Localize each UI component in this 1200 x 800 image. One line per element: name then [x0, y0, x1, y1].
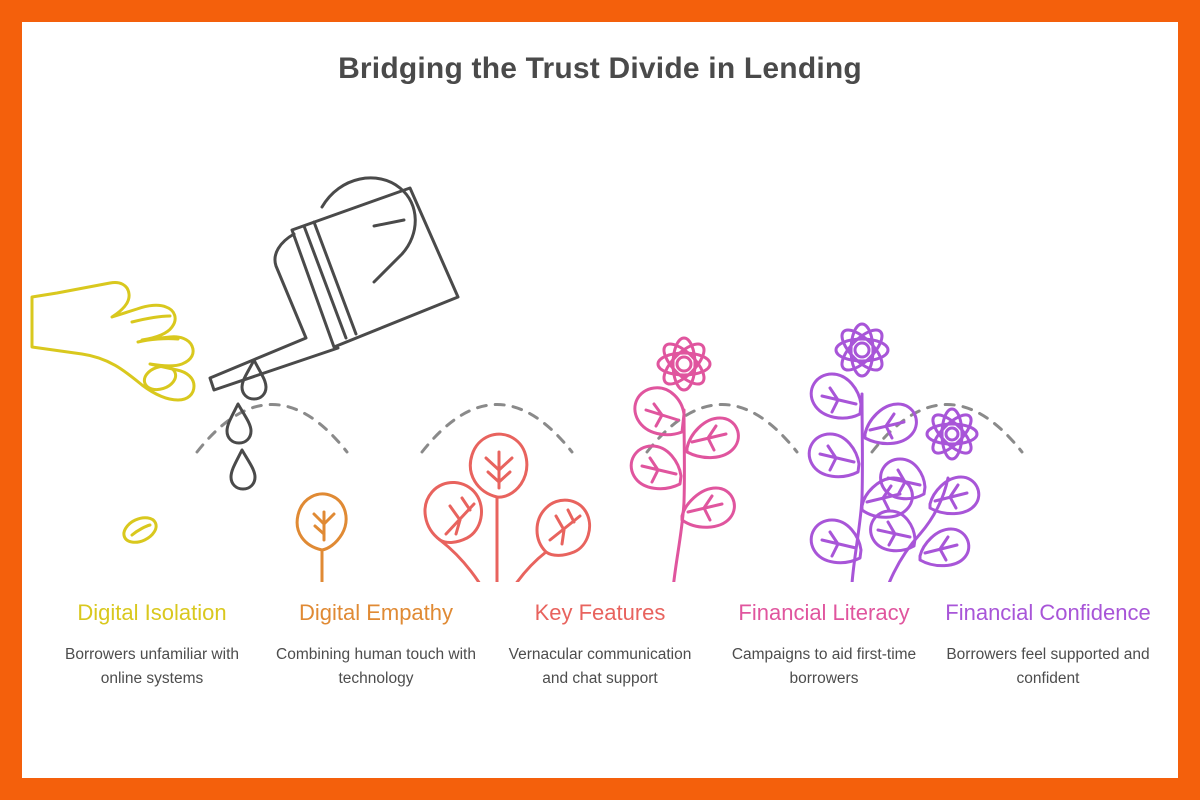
- stage-column-financial-literacy: Financial Literacy Campaigns to aid firs…: [712, 597, 936, 691]
- leaf-m5-left: [809, 518, 863, 565]
- stage-2-illustration: [208, 176, 460, 582]
- water-drop-1: [240, 358, 268, 401]
- flower-center: [675, 355, 693, 373]
- watering-can-spout: [208, 232, 340, 392]
- connector-arc-4: [870, 403, 1024, 454]
- plant-stem-left: [438, 538, 481, 582]
- leaf-m1-left: [809, 372, 863, 420]
- flower-top-icon: [656, 336, 712, 392]
- flower-secondary-center: [944, 426, 960, 442]
- stage-column-key-features: Key Features Vernacular communication an…: [488, 597, 712, 691]
- leaf-2-veins: [690, 424, 728, 452]
- hand-icon: [30, 281, 196, 402]
- falling-seed-detail: [130, 523, 152, 537]
- plant-stem-main: [850, 392, 864, 582]
- water-drops: [225, 358, 268, 491]
- watering-can-handle: [320, 176, 417, 284]
- stage-description-key-features: Vernacular communication and chat suppor…: [508, 646, 692, 687]
- stage-title-digital-empathy: Digital Empathy: [298, 600, 454, 625]
- connector-arc-1: [195, 403, 349, 454]
- leaf-right: [535, 498, 591, 557]
- flower-secondary-icon: [925, 407, 979, 461]
- leaf-s3-veins: [876, 520, 912, 547]
- plant-stem-right: [515, 550, 548, 582]
- leaf-s4-right: [918, 527, 971, 568]
- leaf-1-veins: [644, 402, 680, 428]
- leaf-center: [469, 432, 529, 499]
- watering-can-icon: [208, 176, 460, 392]
- connector-arcs: [195, 403, 1024, 454]
- stage-3-illustration: [423, 432, 591, 582]
- stage-title-key-features: Key Features: [534, 600, 666, 625]
- water-drop-2: [225, 402, 253, 445]
- water-drop-3: [229, 448, 257, 491]
- watering-can-body: [290, 186, 460, 349]
- growth-stages-illustration: [30, 176, 1024, 582]
- leaf-m4-veins: [865, 484, 902, 512]
- sprout-leaf: [295, 492, 348, 552]
- connector-arc-3: [645, 403, 799, 454]
- stage-column-digital-isolation: Digital Isolation Borrowers unfamiliar w…: [40, 597, 264, 691]
- leaf-s4-veins: [923, 535, 959, 562]
- plant-stem: [672, 408, 686, 582]
- leaf-s2-right: [928, 475, 981, 516]
- leaf-4-veins: [686, 494, 724, 522]
- stage-column-digital-empathy: Digital Empathy Combining human touch wi…: [264, 597, 488, 691]
- leaf-left-veins: [444, 496, 476, 536]
- stage-description-financial-confidence: Borrowers feel supported and confident: [946, 646, 1150, 687]
- leaf-m3-veins: [818, 444, 856, 472]
- stage-description-financial-literacy: Campaigns to aid first-time borrowers: [731, 646, 917, 687]
- leaf-2-right: [685, 416, 740, 459]
- watering-can-collar-2: [312, 220, 358, 336]
- leaf-left: [423, 481, 483, 544]
- stage-title-digital-isolation: Digital Isolation: [77, 600, 227, 625]
- stage-labels-row: Digital Isolation Borrowers unfamiliar w…: [22, 597, 1178, 691]
- plant-stem-secondary: [887, 476, 950, 582]
- sprout-leaf-veins: [312, 510, 336, 542]
- stage-title-financial-confidence: Financial Confidence: [945, 600, 1151, 625]
- leaf-s1-left: [879, 457, 927, 501]
- leaf-1-left: [633, 386, 686, 437]
- leaf-3-left: [629, 444, 683, 491]
- leaf-3-veins: [640, 456, 678, 484]
- hand-thumb-crease: [130, 314, 172, 324]
- leaf-center-veins: [484, 450, 514, 490]
- seed-in-hand-icon: [142, 364, 178, 392]
- leaf-right-veins: [548, 508, 582, 546]
- flower-main-center: [853, 341, 871, 359]
- falling-seed-icon: [122, 516, 158, 544]
- watering-can-collar-1: [302, 224, 348, 340]
- leaf-s3-left: [869, 509, 917, 553]
- leaf-4-right: [680, 486, 736, 529]
- stage-description-digital-empathy: Combining human touch with technology: [276, 646, 476, 687]
- page-title: Bridging the Trust Divide in Lending: [338, 52, 862, 85]
- leaf-s1-veins: [886, 468, 922, 495]
- infographic-canvas: Bridging the Trust Divide in Lending: [22, 22, 1178, 778]
- leaf-m2-veins: [868, 412, 906, 440]
- leaf-m1-veins: [820, 386, 858, 414]
- stage-4-illustration: [629, 336, 740, 582]
- stage-title-financial-literacy: Financial Literacy: [738, 600, 910, 625]
- leaf-m2-right: [863, 402, 918, 445]
- sprout-and-pot-stage-2: [295, 492, 348, 582]
- stage-description-digital-isolation: Borrowers unfamiliar with online systems: [65, 646, 239, 687]
- hand-finger-crease: [136, 337, 180, 344]
- leaf-m5-veins: [820, 530, 858, 558]
- stage-1-illustration: [30, 281, 196, 544]
- leaf-m4-right: [860, 476, 914, 519]
- stage-column-financial-confidence: Financial Confidence Borrowers feel supp…: [936, 597, 1160, 691]
- flower-main-icon: [834, 322, 890, 378]
- stage-5-illustration: [807, 322, 981, 582]
- watering-can-cap: [372, 218, 406, 228]
- connector-arc-2: [420, 403, 574, 454]
- leaf-m3-left: [807, 432, 861, 479]
- leaf-s2-veins: [933, 483, 969, 510]
